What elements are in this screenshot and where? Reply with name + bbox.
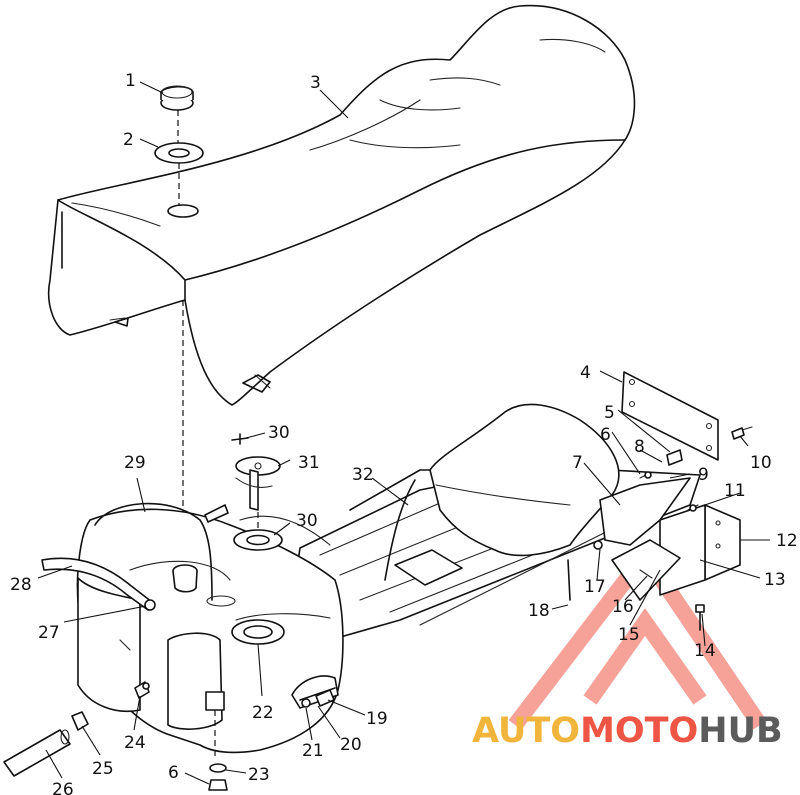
callout-18: 18 [528,601,550,621]
callout-labels: 1 2 3 4 5 6 7 8 9 10 11 12 13 14 15 16 1… [10,71,798,795]
bottom-hardware [205,691,228,791]
watermark-moto: MOTO [580,711,698,751]
callout-11: 11 [724,481,746,501]
callout-14: 14 [694,641,716,661]
mounting-plate [621,371,719,461]
watermark-hub: HUB [698,711,782,751]
callout-28: 28 [10,575,32,595]
callout-25: 25 [92,759,114,779]
callout-32: 32 [352,465,374,485]
callout-16: 16 [612,597,634,617]
fuel-sender-assembly [231,433,283,551]
callout-29: 29 [124,453,146,473]
callout-21: 21 [302,741,324,761]
callout-19: 19 [366,709,388,729]
watermark-auto: AUTO [472,711,580,751]
callout-30-top: 30 [268,423,290,443]
callout-12: 12 [776,531,798,551]
callout-20: 20 [340,735,362,755]
callout-15: 15 [618,625,640,645]
hardware-right [639,426,753,479]
rear-bracket [659,504,741,596]
drain-hose-items [3,681,150,777]
callout-9: 9 [698,465,709,485]
cap-gasket [154,142,204,164]
callout-17: 17 [584,577,606,597]
callout-30-lower: 30 [296,511,318,531]
tank-frame-assembly [76,403,701,754]
callout-22: 22 [252,703,274,723]
callout-26: 26 [52,780,74,795]
callout-6-bottom: 6 [168,763,179,783]
callout-2: 2 [123,130,134,150]
callout-13: 13 [764,570,786,590]
seat [47,4,636,406]
watermark-triangle-inner [583,608,707,705]
callout-5: 5 [604,403,615,423]
watermark-text: AUTOMOTOHUB [472,711,783,751]
fuel-hose [41,557,156,651]
callout-27: 27 [38,623,60,643]
callout-6: 6 [600,425,611,445]
outlet-fittings [301,689,335,708]
callout-23: 23 [248,765,270,785]
fuel-cap [160,85,194,111]
callout-1: 1 [125,71,136,91]
callout-7: 7 [572,453,583,473]
cap-alignment-line [177,110,180,206]
callout-24: 24 [124,733,146,753]
callout-10: 10 [750,453,772,473]
callout-3: 3 [310,73,321,93]
callout-4: 4 [580,363,591,383]
leader-lines [37,81,770,785]
callout-31: 31 [298,453,320,473]
callout-8: 8 [634,437,645,457]
